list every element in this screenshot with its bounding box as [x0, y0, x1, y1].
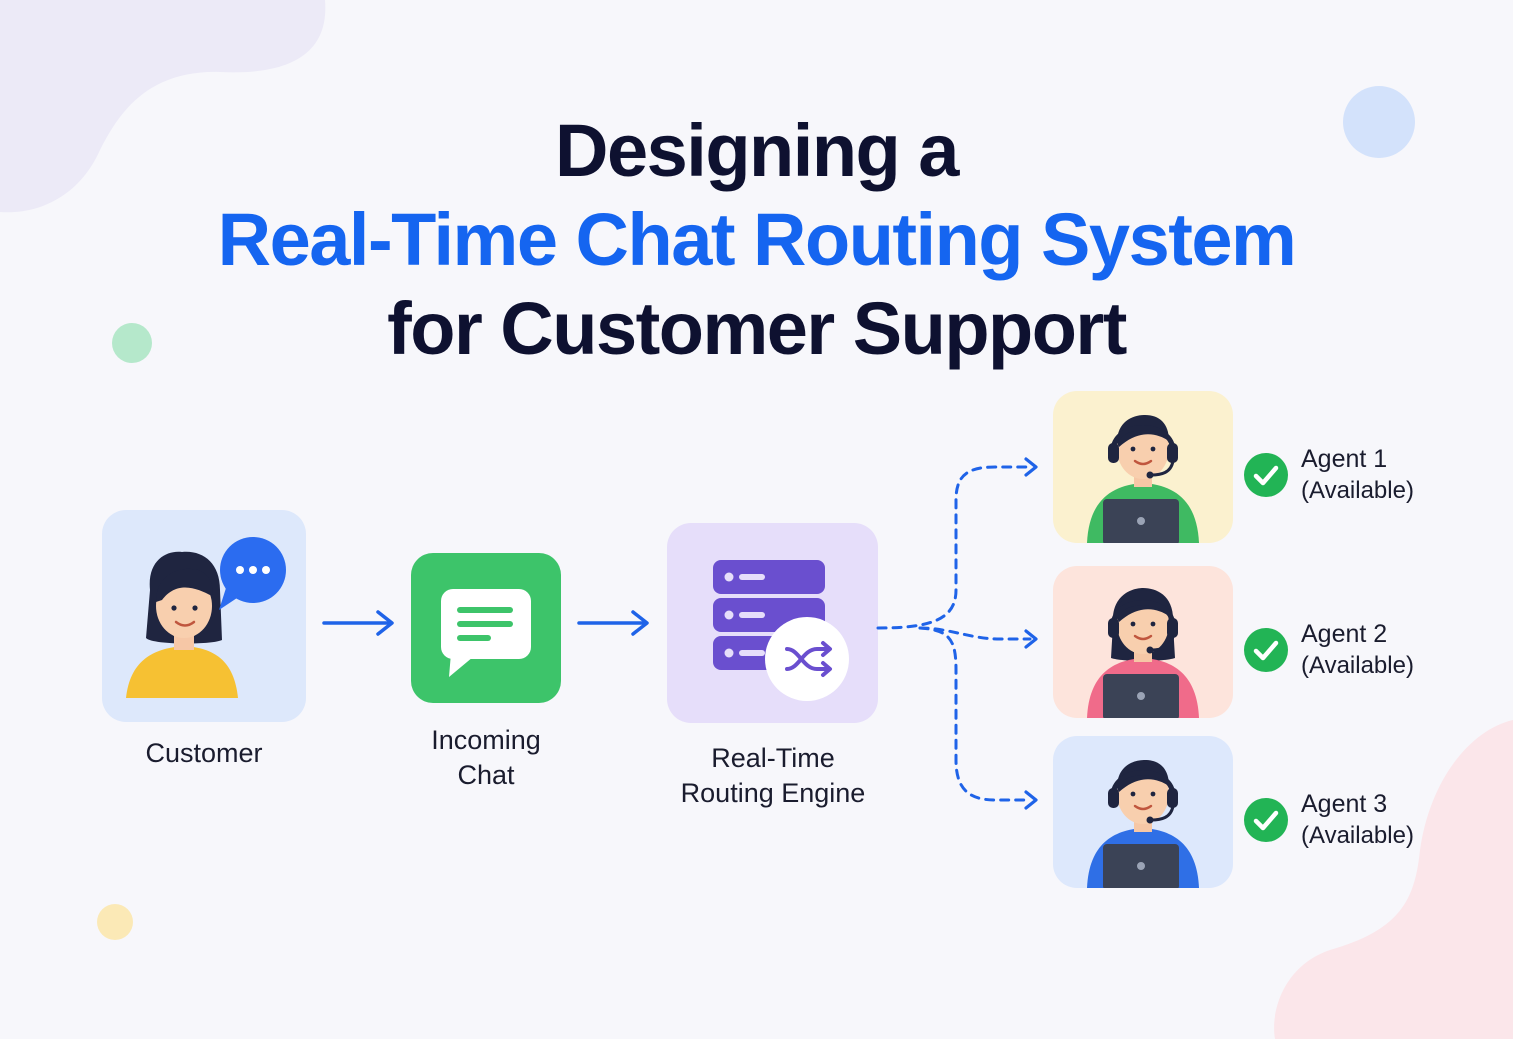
check-circle-icon	[1244, 798, 1288, 842]
title-line-2-highlight: Real-Time Chat Routing System	[217, 198, 1297, 281]
title-line-3: for Customer Support	[387, 287, 1127, 370]
agent-tile-1	[1053, 391, 1233, 543]
customer-avatar-icon	[126, 537, 286, 698]
agent-headset-icon	[1087, 760, 1199, 888]
agent-name: Agent 1	[1301, 445, 1388, 473]
agent-headset-icon	[1087, 415, 1199, 543]
dashed-routing-connectors	[876, 457, 1038, 810]
agent-headset-icon	[1087, 588, 1199, 718]
agent-availability: (Available)	[1301, 477, 1414, 504]
routing-engine-tile	[667, 523, 878, 723]
agent-text: Agent 3 (Available)	[1301, 789, 1414, 851]
server-shuffle-icon	[713, 560, 849, 701]
decor-dot-blue	[1343, 86, 1415, 158]
arrow-chat-to-engine	[577, 610, 649, 636]
agent-status-3: Agent 3 (Available)	[1244, 789, 1414, 851]
agent-status-2: Agent 2 (Available)	[1244, 619, 1414, 681]
agent-availability: (Available)	[1301, 822, 1414, 849]
agent-availability: (Available)	[1301, 652, 1414, 679]
decor-dot-green	[112, 323, 152, 363]
check-circle-icon	[1244, 453, 1288, 497]
incoming-chat-tile	[411, 553, 561, 703]
agent-tile-3	[1053, 736, 1233, 888]
agent-text: Agent 2 (Available)	[1301, 619, 1414, 681]
chat-message-icon	[441, 589, 531, 677]
agent-text: Agent 1 (Available)	[1301, 444, 1414, 506]
check-circle-icon	[1244, 628, 1288, 672]
title-line-1: Designing a	[555, 109, 959, 192]
background-blob-top-left	[0, 0, 326, 213]
customer-label: Customer	[145, 738, 263, 768]
agent-status-1: Agent 1 (Available)	[1244, 444, 1414, 506]
agent-name: Agent 3	[1301, 790, 1388, 818]
incoming-chat-label: Incoming Chat	[431, 725, 541, 790]
decor-dot-yellow	[97, 904, 133, 940]
arrow-customer-to-chat	[322, 610, 394, 636]
agent-name: Agent 2	[1301, 620, 1388, 648]
agent-tile-2	[1053, 566, 1233, 718]
customer-tile	[102, 510, 306, 722]
routing-engine-label: Real-Time Routing Engine	[680, 743, 866, 808]
background-blob-bottom-right	[1274, 720, 1513, 1039]
